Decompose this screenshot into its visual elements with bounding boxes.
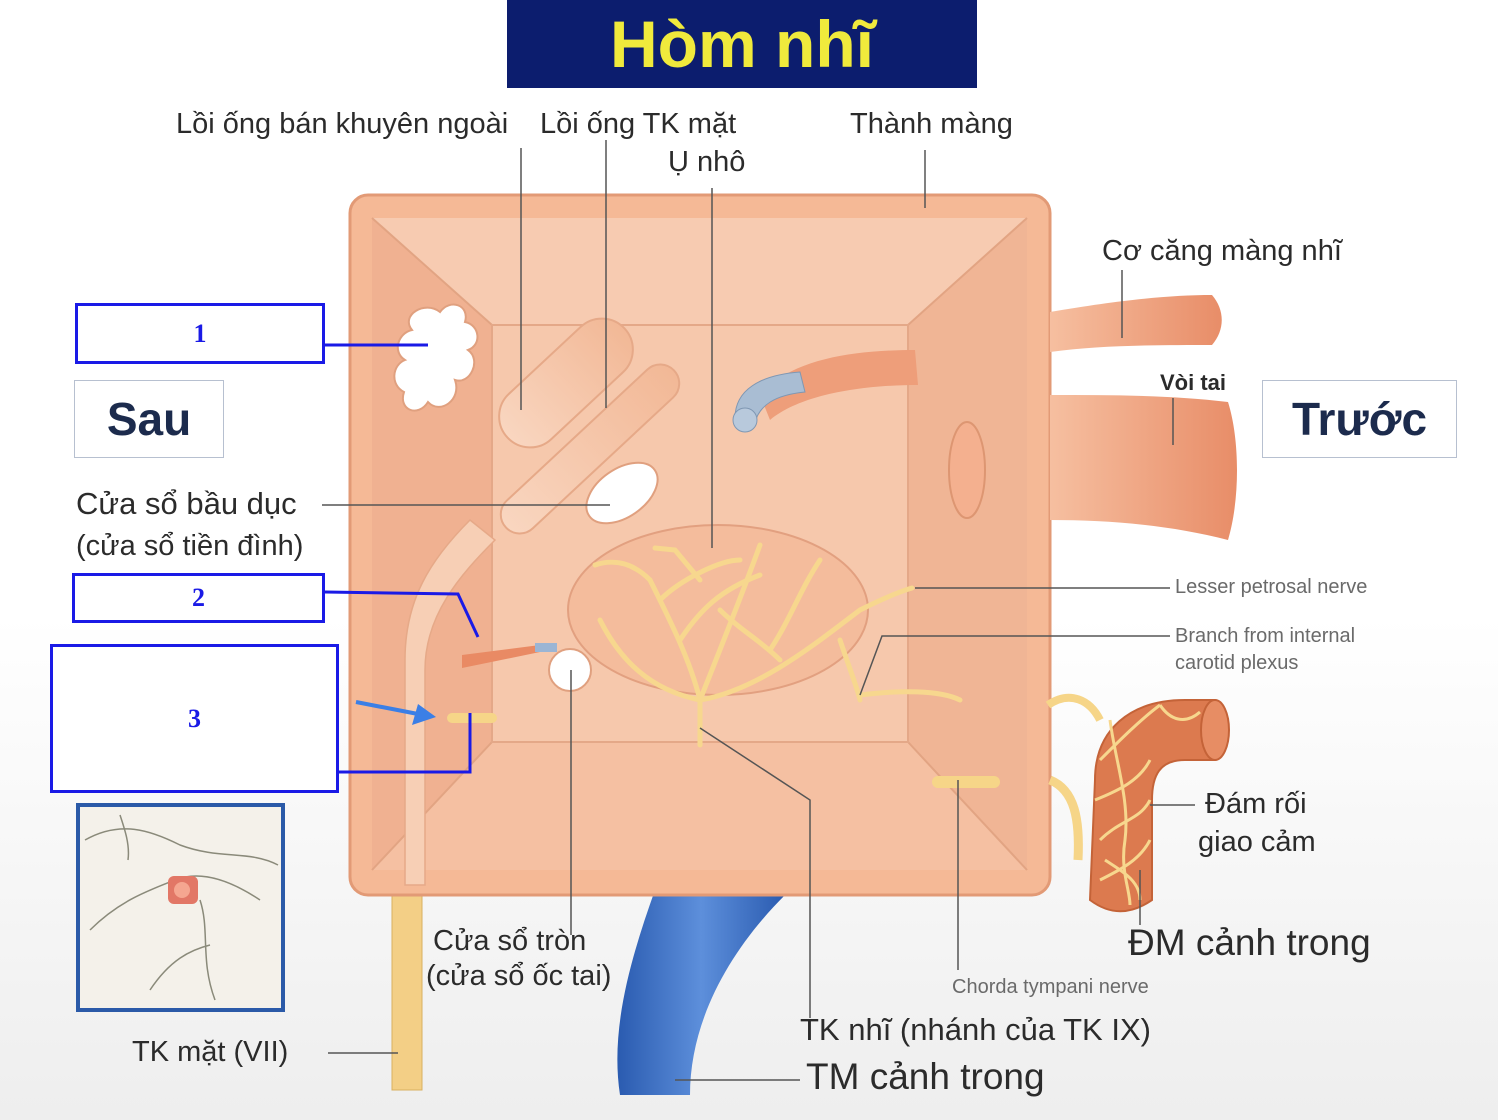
mastoid-aditus xyxy=(393,303,479,412)
label-eustachian-tube: Vòi tai xyxy=(1160,370,1227,395)
label-promontory: Ụ nhô xyxy=(668,146,746,178)
label-membranous-wall: Thành màng xyxy=(850,108,1013,140)
answer-box-1[interactable]: 1 xyxy=(75,303,325,364)
label-carotid-branch-line2: carotid plexus xyxy=(1175,652,1299,674)
sympathetic-plexus xyxy=(1094,703,1201,906)
label-carotid-branch: Branch from internal xyxy=(1175,625,1356,647)
tympanic-plexus-nerves xyxy=(592,542,963,748)
oval-window xyxy=(585,461,659,525)
label-sympathetic-plexus: Đám rối xyxy=(1205,788,1307,820)
arrow-icon xyxy=(355,700,436,725)
facial-canal-prominence xyxy=(499,363,681,535)
label-sympathetic-plexus-line2: giao cảm xyxy=(1198,826,1316,858)
label-round-window-alt: (cửa sổ ốc tai) xyxy=(426,960,612,992)
label-round-window: Cửa sổ tròn xyxy=(433,925,587,957)
label-oval-window: Cửa sổ bầu dục xyxy=(76,486,297,521)
label-lesser-petrosal: Lesser petrosal nerve xyxy=(1175,576,1368,598)
page-title: Hòm nhĩ xyxy=(610,7,874,81)
direction-anterior: Trước xyxy=(1262,380,1457,458)
internal-jugular-vein xyxy=(617,890,785,1095)
tensor-tympani-muscle xyxy=(1050,295,1222,352)
direction-posterior: Sau xyxy=(74,380,224,458)
label-internal-jugular: TM cảnh trong xyxy=(806,1056,1045,1097)
skull-inset-thumbnail xyxy=(76,803,285,1012)
answer-pointers xyxy=(324,343,480,774)
lateral-canal-prominence xyxy=(498,317,634,449)
round-window xyxy=(548,648,592,692)
label-oval-window-alt: (cửa sổ tiền đình) xyxy=(76,530,304,562)
label-lateral-canal-prominence: Lồi ống bán khuyên ngoài xyxy=(176,108,509,140)
label-facial-canal-prominence: Lồi ống TK mặt xyxy=(540,108,737,140)
label-chorda-tympani: Chorda tympani nerve xyxy=(952,976,1149,998)
facial-nerve-trunk xyxy=(391,879,423,1091)
title-banner: Hòm nhĩ xyxy=(507,0,977,88)
label-tympanic-nerve: TK nhĩ (nhánh của TK IX) xyxy=(800,1012,1151,1047)
eustachian-tube xyxy=(1050,395,1237,540)
answer-box-2[interactable]: 2 xyxy=(72,573,325,623)
answer-box-3[interactable]: 3 xyxy=(50,644,339,793)
label-internal-carotid: ĐM cảnh trong xyxy=(1128,922,1371,963)
label-tensor-tympani: Cơ căng màng nhĩ xyxy=(1102,235,1342,267)
label-facial-nerve: TK mặt (VII) xyxy=(132,1036,289,1068)
